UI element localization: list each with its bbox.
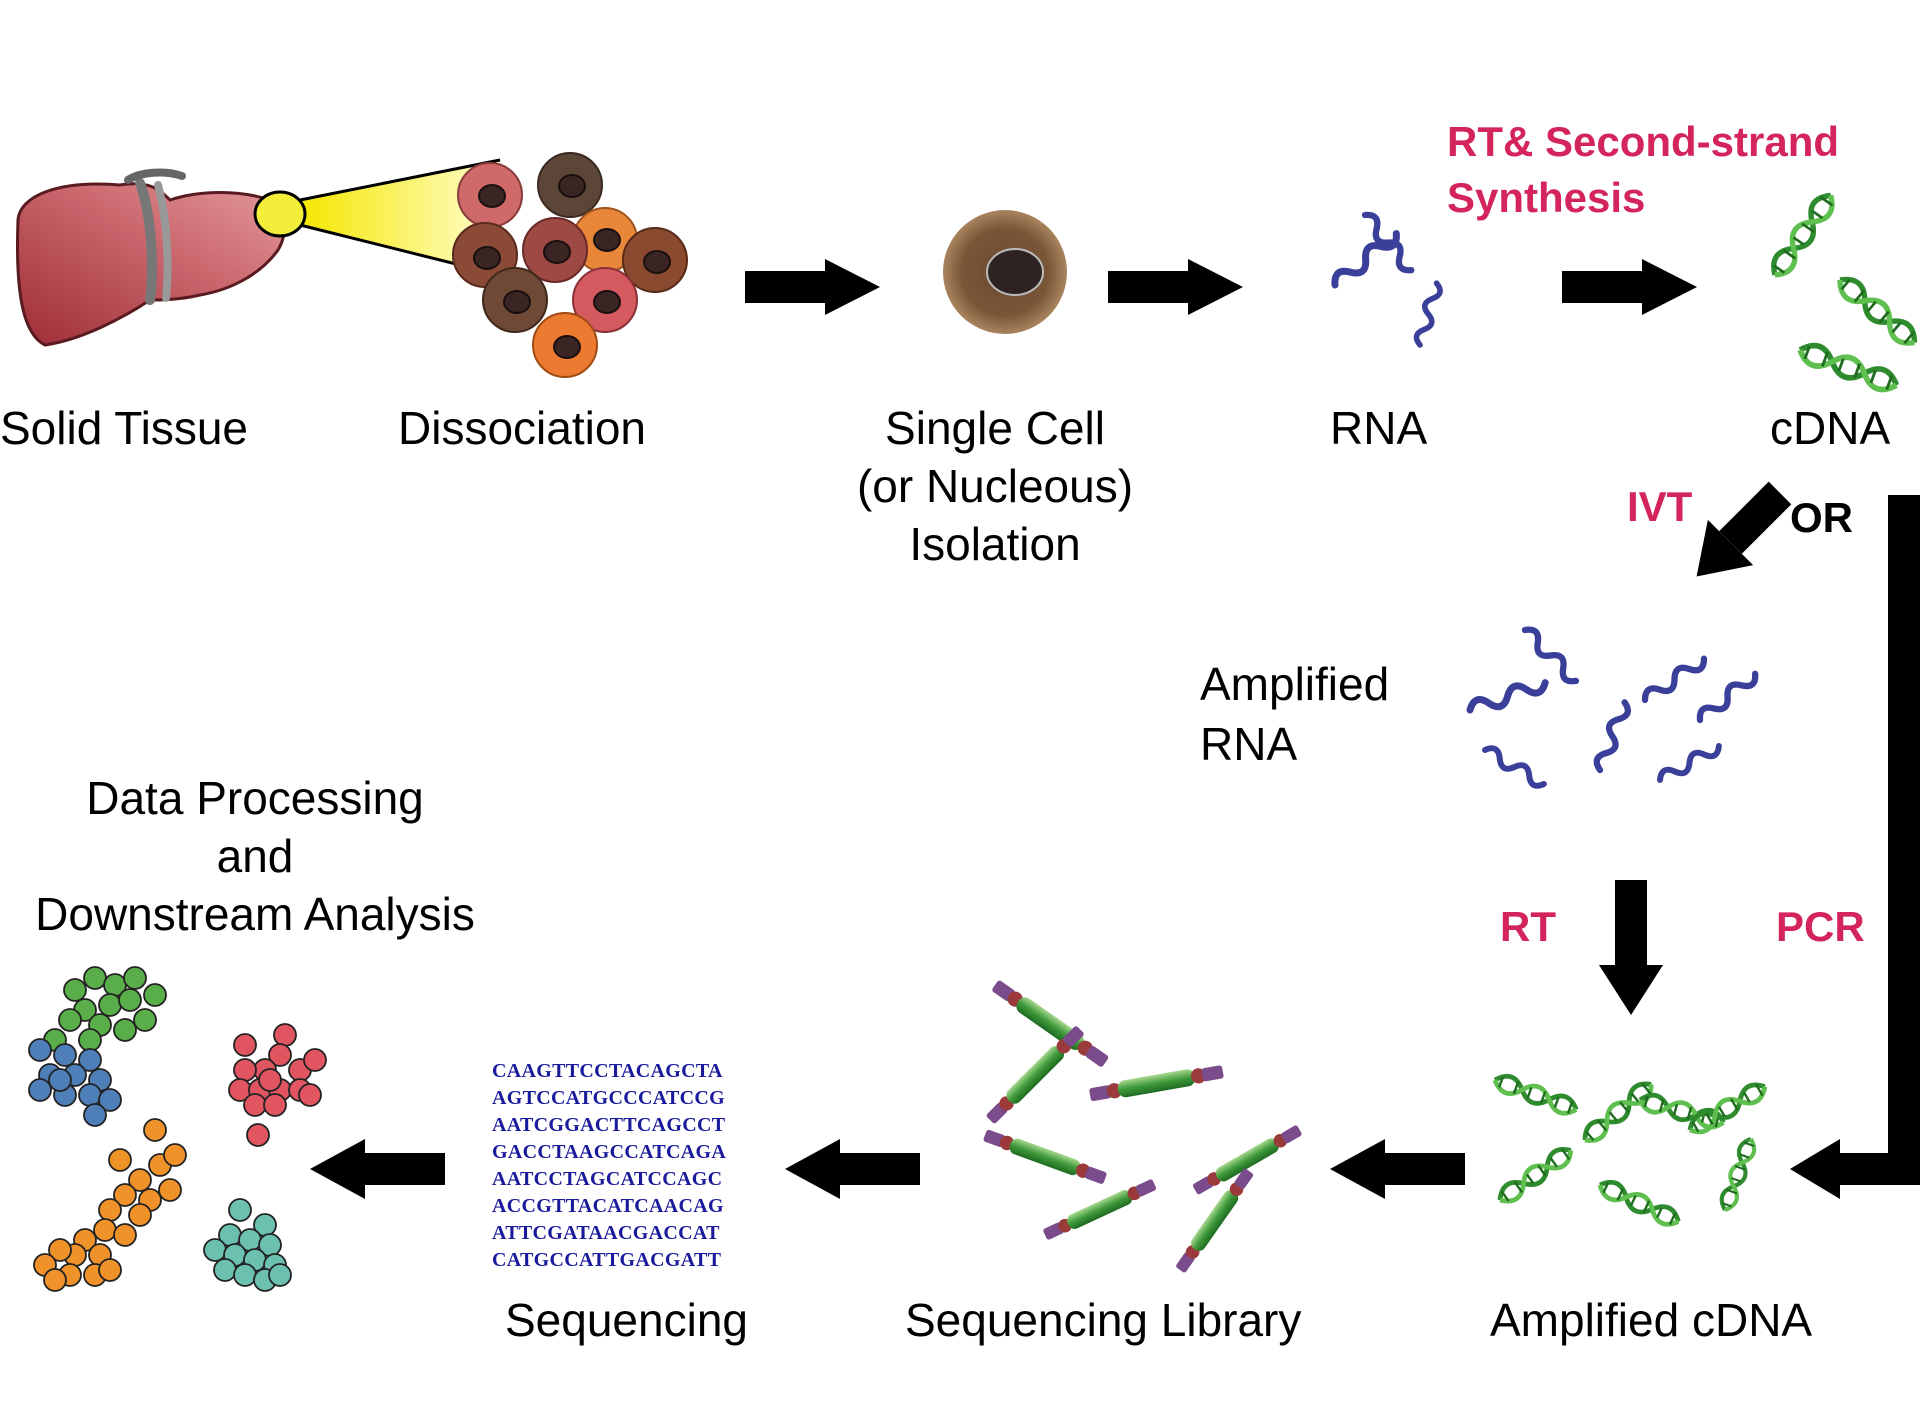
label-pcr: PCR [1776, 903, 1865, 950]
sequence-read: CAAGTTCCTACAGCTA [492, 1060, 723, 1082]
rna-strand-icon [1331, 211, 1442, 346]
label-data-processing: Data Processing and Downstream Analysis [20, 769, 490, 943]
label-amplified-rna-line2: RNA [1200, 718, 1298, 770]
label-rt-second-strand-line2: Synthesis [1447, 174, 1646, 221]
cell-cluster-icon [452, 152, 688, 378]
label-single-cell: Single Cell (or Nucleous) Isolation [845, 399, 1145, 573]
label-ivt: IVT [1627, 483, 1693, 530]
sequence-read: AGTCCATGCCCATCCG [492, 1087, 725, 1109]
label-cdna: cDNA [1770, 402, 1891, 454]
label-data-processing-line1: Data Processing [86, 772, 424, 824]
label-data-processing-line2: and [216, 830, 294, 882]
arrow-dissociation-to-single-cell [745, 259, 880, 315]
arrow-single-cell-to-rna [1108, 259, 1243, 315]
label-or: OR [1790, 494, 1853, 541]
sequence-reads: CAAGTTCCTACAGCTA AGTCCATGCCCATCCG AATCGG… [492, 1058, 726, 1274]
label-rna: RNA [1330, 402, 1428, 454]
label-data-processing-line3: Downstream Analysis [35, 888, 475, 940]
arrow-ivt [1696, 481, 1792, 577]
label-dissociation: Dissociation [398, 402, 646, 454]
label-single-cell-line1: Single Cell [885, 402, 1105, 454]
sequence-read: CATGCCATTGACGATT [492, 1249, 722, 1271]
label-rt-second-strand-line1: RT& Second-strand [1447, 118, 1840, 165]
label-rt: RT [1500, 903, 1556, 950]
label-single-cell-line3: Isolation [909, 518, 1081, 570]
sequence-read: AATCGGACTTCAGCCT [492, 1114, 726, 1136]
label-amplified-rna-line1: Amplified [1200, 658, 1390, 710]
arrow-rt [1599, 880, 1663, 1015]
amplified-rna-icon [1468, 626, 1760, 790]
sequence-read: GACCTAAGCCATCAGA [492, 1141, 727, 1163]
library-fragment-icon [982, 977, 1304, 1275]
label-amplified-rna: Amplified RNA [1200, 654, 1389, 774]
arrow-pcr [1790, 495, 1920, 1199]
liver-icon [16, 168, 287, 347]
scatter-cluster-icon [28, 966, 327, 1292]
label-solid-tissue: Solid Tissue [0, 402, 249, 454]
label-sequencing: Sequencing [505, 1294, 748, 1346]
amplified-cdna-icon [1492, 1072, 1769, 1229]
sequence-read: ACCGTTACATCAACAG [492, 1195, 724, 1217]
label-single-cell-line2: (or Nucleous) [856, 460, 1134, 512]
label-rt-second-strand: RT& Second-strand Synthesis [1447, 114, 1839, 226]
arrow-cdna-to-library [1330, 1139, 1465, 1199]
label-amplified-cdna: Amplified cDNA [1490, 1294, 1813, 1346]
zoom-beam [253, 158, 501, 277]
arrow-library-to-sequencing [785, 1139, 920, 1199]
sequence-read: ATTCGATAACGACCAT [492, 1222, 720, 1244]
single-cell-icon [943, 210, 1067, 334]
sequence-read: AATCCTAGCATCCAGC [492, 1168, 723, 1190]
arrow-sequencing-to-analysis [310, 1139, 445, 1199]
label-sequencing-library: Sequencing Library [905, 1294, 1302, 1346]
arrow-rna-to-cdna [1562, 259, 1697, 315]
